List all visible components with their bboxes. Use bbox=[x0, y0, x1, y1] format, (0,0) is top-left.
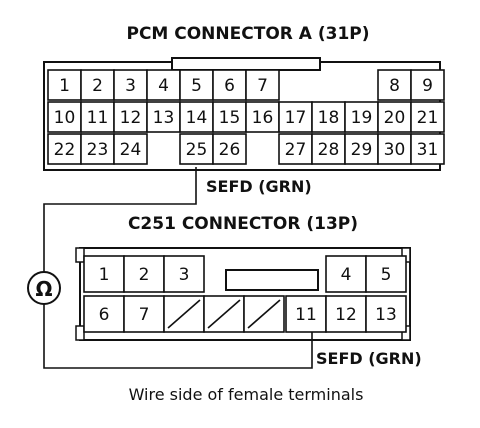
pin-b-7: 7 bbox=[123, 295, 165, 333]
terminal-number: 5 bbox=[191, 76, 202, 96]
terminal-number: 12 bbox=[120, 108, 142, 128]
pin-b-4: 4 bbox=[325, 255, 367, 293]
terminal-number: 21 bbox=[417, 108, 439, 128]
pin-b-11: 11 bbox=[285, 295, 327, 333]
terminal-number: 19 bbox=[351, 108, 373, 128]
pin-a-5: 5 bbox=[179, 69, 214, 101]
terminal-number: 4 bbox=[341, 265, 352, 285]
terminal-number: 6 bbox=[224, 76, 235, 96]
terminal-number: 3 bbox=[125, 76, 136, 96]
terminal-number: 13 bbox=[375, 305, 397, 325]
terminal-number: 10 bbox=[54, 108, 76, 128]
blocked-terminal bbox=[243, 295, 285, 333]
terminal-number: 14 bbox=[186, 108, 208, 128]
terminal-number: 16 bbox=[252, 108, 274, 128]
terminal-number: 15 bbox=[219, 108, 241, 128]
terminal-number: 1 bbox=[99, 265, 110, 285]
pin-a-4: 4 bbox=[146, 69, 181, 101]
terminal-number: 2 bbox=[92, 76, 103, 96]
wire-label-a: SEFD (GRN) bbox=[206, 177, 312, 196]
terminal-number: 3 bbox=[179, 265, 190, 285]
pin-a-26: 26 bbox=[212, 133, 247, 165]
wire-label-b: SEFD (GRN) bbox=[316, 349, 422, 368]
pin-a-11: 11 bbox=[80, 101, 115, 133]
blocked-terminal bbox=[163, 295, 205, 333]
terminal-number: 5 bbox=[381, 265, 392, 285]
pin-a-24: 24 bbox=[113, 133, 148, 165]
terminal-number: 25 bbox=[186, 140, 208, 160]
terminal-number: 13 bbox=[153, 108, 175, 128]
ohm-symbol: Ω bbox=[35, 277, 52, 301]
terminal-number: 26 bbox=[219, 140, 241, 160]
terminal-number: 4 bbox=[158, 76, 169, 96]
pin-b-6: 6 bbox=[83, 295, 125, 333]
terminal-number: 20 bbox=[384, 108, 406, 128]
connector-b-outline bbox=[79, 247, 411, 341]
pin-a-19: 19 bbox=[344, 101, 379, 133]
pin-a-7: 7 bbox=[245, 69, 280, 101]
pin-a-14: 14 bbox=[179, 101, 214, 133]
terminal-number: 31 bbox=[417, 140, 439, 160]
blocked-terminal bbox=[203, 295, 245, 333]
wire-sefd-a bbox=[43, 167, 197, 272]
terminal-number: 28 bbox=[318, 140, 340, 160]
terminal-number: 6 bbox=[99, 305, 110, 325]
terminal-number: 7 bbox=[139, 305, 150, 325]
connector-b-key bbox=[225, 269, 319, 291]
terminal-number: 12 bbox=[335, 305, 357, 325]
pin-b-12: 12 bbox=[325, 295, 367, 333]
pcm-connector-a-title: PCM CONNECTOR A (31P) bbox=[126, 24, 369, 44]
terminal-number: 1 bbox=[59, 76, 70, 96]
pin-b-3: 3 bbox=[163, 255, 205, 293]
terminal-number: 18 bbox=[318, 108, 340, 128]
pin-a-1: 1 bbox=[47, 69, 82, 101]
terminal-number: 11 bbox=[295, 305, 317, 325]
terminal-number: 27 bbox=[285, 140, 307, 160]
terminal-number: 22 bbox=[54, 140, 76, 160]
pin-a-12: 12 bbox=[113, 101, 148, 133]
pin-b-5: 5 bbox=[365, 255, 407, 293]
pin-a-25: 25 bbox=[179, 133, 214, 165]
terminal-number: 9 bbox=[422, 76, 433, 96]
pin-b-13: 13 bbox=[365, 295, 407, 333]
pin-a-8: 8 bbox=[377, 69, 412, 101]
pin-a-30: 30 bbox=[377, 133, 412, 165]
terminal-number: 17 bbox=[285, 108, 307, 128]
pin-a-31: 31 bbox=[410, 133, 445, 165]
terminal-number: 30 bbox=[384, 140, 406, 160]
pin-a-22: 22 bbox=[47, 133, 82, 165]
pin-a-16: 16 bbox=[245, 101, 280, 133]
pin-a-21: 21 bbox=[410, 101, 445, 133]
terminal-number: 2 bbox=[139, 265, 150, 285]
pin-a-6: 6 bbox=[212, 69, 247, 101]
caption: Wire side of female terminals bbox=[129, 385, 364, 404]
terminal-number: 8 bbox=[389, 76, 400, 96]
pin-a-9: 9 bbox=[410, 69, 445, 101]
pin-a-3: 3 bbox=[113, 69, 148, 101]
terminal-number: 29 bbox=[351, 140, 373, 160]
pin-a-2: 2 bbox=[80, 69, 115, 101]
pin-a-29: 29 bbox=[344, 133, 379, 165]
terminal-number: 23 bbox=[87, 140, 109, 160]
c251-connector-title: C251 CONNECTOR (13P) bbox=[128, 214, 358, 234]
connector-a-lock-tab bbox=[171, 57, 321, 71]
pin-a-23: 23 bbox=[80, 133, 115, 165]
pin-b-1: 1 bbox=[83, 255, 125, 293]
pin-a-18: 18 bbox=[311, 101, 346, 133]
terminal-number: 7 bbox=[257, 76, 268, 96]
pin-a-10: 10 bbox=[47, 101, 82, 133]
pin-a-17: 17 bbox=[278, 101, 313, 133]
terminal-number: 11 bbox=[87, 108, 109, 128]
pin-b-2: 2 bbox=[123, 255, 165, 293]
ohmmeter-icon: Ω bbox=[27, 271, 61, 305]
pin-a-15: 15 bbox=[212, 101, 247, 133]
terminal-number: 24 bbox=[120, 140, 142, 160]
pin-a-27: 27 bbox=[278, 133, 313, 165]
pin-a-13: 13 bbox=[146, 101, 181, 133]
pin-a-20: 20 bbox=[377, 101, 412, 133]
pin-a-28: 28 bbox=[311, 133, 346, 165]
